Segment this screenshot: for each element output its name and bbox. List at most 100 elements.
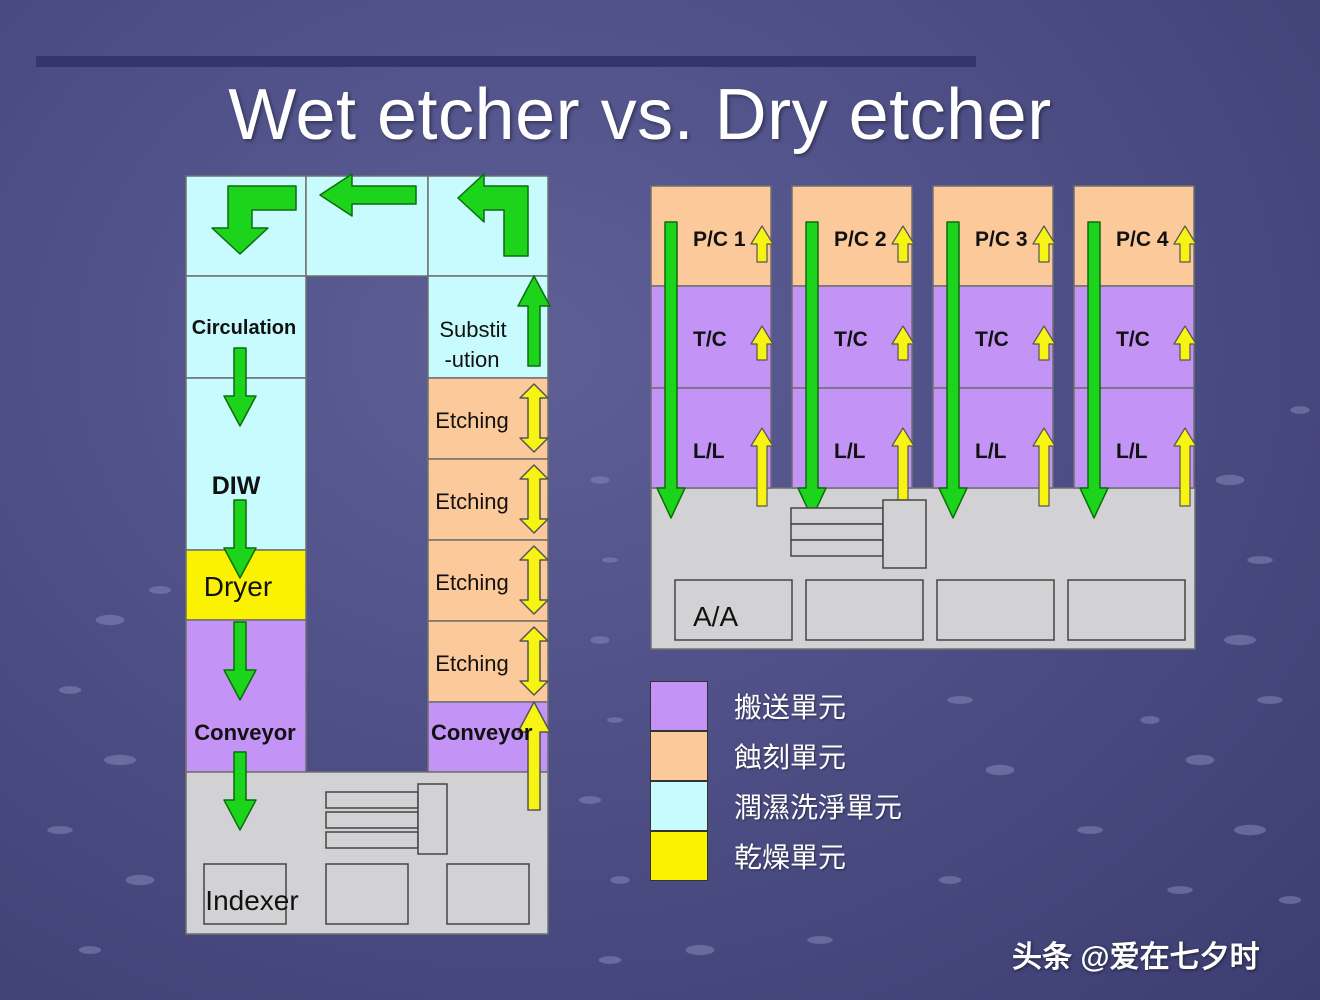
title-bar-line [36, 56, 976, 67]
pc-label: P/C 1 [693, 228, 746, 251]
indexer-label: Indexer [205, 885, 298, 916]
background-dot [685, 944, 715, 956]
tc-label: T/C [975, 328, 1009, 351]
background-dot [610, 876, 630, 884]
background-dot [1140, 716, 1160, 724]
substitution-label-line1: Substit [439, 317, 506, 342]
etching-label: Etching [435, 651, 508, 676]
tc-label: T/C [693, 328, 727, 351]
up-arrow-chamber-1 [750, 427, 774, 507]
tc-label: T/C [1116, 328, 1150, 351]
down-arrow-chamber-3 [938, 221, 968, 519]
up-arrow-chamber-4 [1173, 325, 1197, 361]
robot-body [882, 499, 927, 569]
background-dot [598, 956, 622, 964]
legend-swatch [650, 831, 708, 881]
background-dot [47, 826, 73, 834]
substitution-label-line2: -ution [444, 347, 499, 372]
indexer-robot [325, 783, 448, 855]
up-arrow-chamber-4 [1173, 225, 1197, 263]
ll-label: L/L [834, 440, 866, 463]
left-arrow-top [319, 173, 417, 217]
conveyor-right-label: Conveyor [431, 720, 533, 745]
robot-arm [790, 539, 884, 557]
background-dot [58, 686, 82, 694]
background-dot [590, 636, 610, 644]
background-dot [95, 614, 125, 626]
etching-label: Etching [435, 489, 508, 514]
pc-label: P/C 3 [975, 228, 1028, 251]
diw-label: DIW [212, 472, 261, 500]
background-dot [1185, 754, 1215, 766]
pc-label: P/C 2 [834, 228, 887, 251]
updown-arrow-etching-4 [519, 626, 549, 696]
up-arrow-chamber-1 [750, 225, 774, 263]
background-dot [1247, 556, 1273, 564]
up-arrow-chamber-3 [1032, 225, 1056, 263]
atmosphere-robot [790, 499, 927, 569]
down-arrow-circulation [223, 347, 257, 427]
down-arrow-chamber-4 [1079, 221, 1109, 519]
up-arrow-substitution [517, 275, 551, 367]
up-arrow-chamber-1 [750, 325, 774, 361]
legend-item-transfer: 搬送單元 [650, 681, 902, 731]
dryer-label: Dryer [204, 571, 272, 602]
ll-label: L/L [1116, 440, 1148, 463]
up-arrow-chamber-2 [891, 225, 915, 263]
up-arrow-chamber-3 [1032, 427, 1056, 507]
background-dot [590, 476, 610, 484]
background-dot [1167, 886, 1193, 894]
up-arrow-conveyor-right [517, 701, 551, 811]
cassette-slot [446, 863, 530, 925]
background-dot [148, 586, 172, 594]
background-dot [602, 557, 618, 563]
etching-label: Etching [435, 570, 508, 595]
legend-label: 潤濕洗淨單元 [734, 791, 903, 824]
updown-arrow-etching-2 [519, 464, 549, 534]
legend-swatch [650, 781, 708, 831]
up-arrow-chamber-2 [891, 427, 915, 507]
watermark: 头条 @爱在七夕时 [1012, 941, 1260, 974]
updown-arrow-etching-1 [519, 383, 549, 453]
cassette-station-4 [1067, 579, 1186, 641]
background-dot [125, 874, 155, 886]
legend-item-clean: 潤濕洗淨單元 [650, 781, 902, 831]
background-dot [1290, 406, 1310, 414]
background-dot [1224, 634, 1256, 646]
legend-item-etch: 蝕刻單元 [650, 731, 902, 781]
down-arrow-chamber-2 [797, 221, 827, 519]
legend: 搬送單元 蝕刻單元 潤濕洗淨單元 乾燥單元 [650, 681, 902, 881]
ll-label: L/L [693, 440, 725, 463]
up-arrow-chamber-2 [891, 325, 915, 361]
background-dot [78, 946, 102, 954]
cassette-station-1 [674, 579, 793, 641]
legend-item-dry: 乾燥單元 [650, 831, 902, 881]
background-dot [578, 796, 602, 804]
corner-arrow-top-right [457, 173, 529, 257]
background-dot [1257, 696, 1283, 704]
updown-arrow-etching-3 [519, 545, 549, 615]
robot-arm [790, 507, 884, 525]
up-arrow-chamber-3 [1032, 325, 1056, 361]
background-dot [1215, 474, 1245, 486]
aa-label: A/A [693, 601, 738, 632]
down-arrow-diw [223, 499, 257, 579]
cassette-slot [203, 863, 287, 925]
conveyor-left-label: Conveyor [194, 720, 296, 745]
background-dot [1234, 824, 1266, 836]
corner-arrow-top-left [211, 185, 297, 255]
circulation-label: Circulation [192, 317, 296, 339]
cassette-slot [325, 863, 409, 925]
cassette-station-2 [805, 579, 924, 641]
page-title: Wet etcher vs. Dry etcher [228, 75, 1052, 155]
background-dot [104, 754, 136, 766]
background-dot [985, 764, 1015, 776]
cassette-station-3 [936, 579, 1055, 641]
legend-label: 蝕刻單元 [734, 741, 847, 774]
etching-label: Etching [435, 408, 508, 433]
legend-swatch [650, 731, 708, 781]
background-dot [1278, 896, 1302, 904]
